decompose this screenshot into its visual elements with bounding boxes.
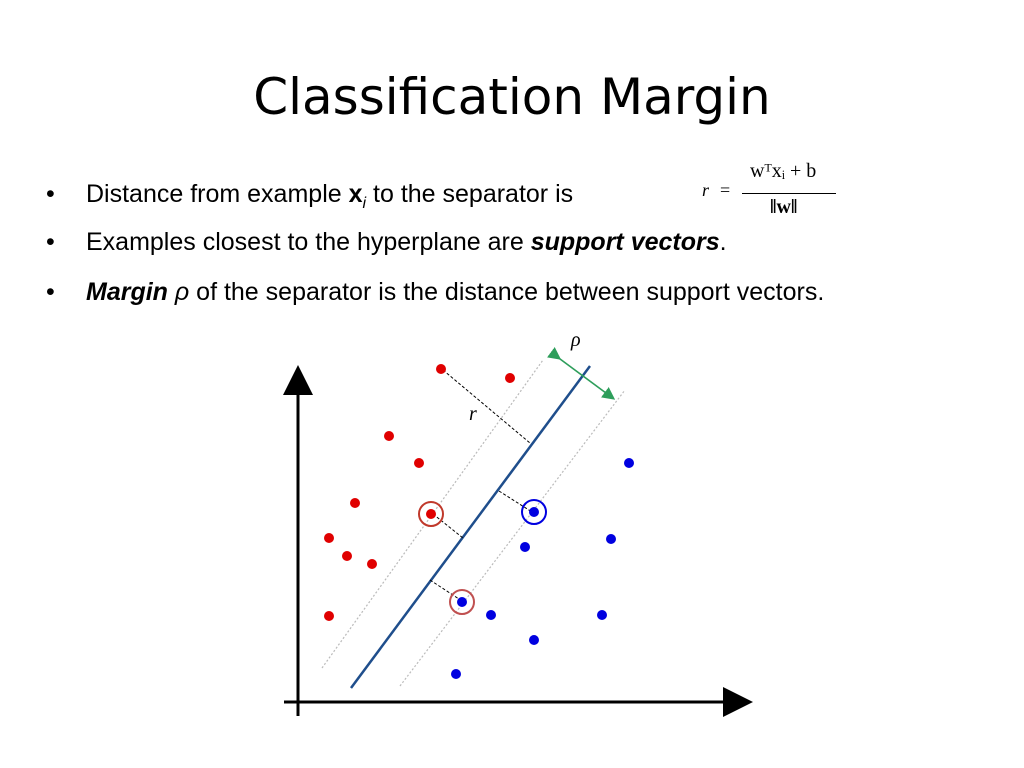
red-point: [384, 431, 394, 441]
blue-point: [606, 534, 616, 544]
distance-line-support-red: [432, 513, 464, 539]
bullet-distance: • Distance from example xi to the separa…: [46, 176, 573, 222]
blue-point: [624, 458, 634, 468]
red-point: [367, 559, 377, 569]
bullet-text-bold: x: [348, 180, 363, 208]
red-point: [350, 498, 360, 508]
bullet-marker: •: [46, 278, 55, 306]
bullet-text-bold-italic: support vectors: [530, 228, 720, 256]
formula-fraction-bar: [742, 193, 836, 194]
blue-point: [520, 542, 530, 552]
red-point-support: [426, 509, 436, 519]
distance-line-support-blue-bottom: [429, 579, 463, 602]
support-vector-ring-red: [418, 501, 444, 527]
r-label: r: [469, 403, 477, 425]
bullet-text-post: .: [719, 228, 727, 256]
red-point: [324, 611, 334, 621]
rho-label: ρ: [570, 329, 581, 351]
red-point: [505, 373, 515, 383]
blue-point-support: [457, 597, 467, 607]
red-point: [342, 551, 352, 561]
bullet-marker: •: [46, 228, 55, 256]
red-point: [414, 458, 424, 468]
bullet-text-pre: Distance from example: [86, 180, 349, 208]
bullet-text-post: to the separator is: [366, 180, 574, 208]
blue-point: [597, 610, 607, 620]
formula-denominator: ‖w‖: [770, 196, 798, 218]
distance-line-r: [442, 369, 531, 444]
bullet-margin: • Margin ρ of the separator is the dista…: [46, 274, 986, 310]
red-point: [324, 533, 334, 543]
support-vector-ring-blue: [521, 499, 547, 525]
support-vector-ring-blue-lower: [449, 589, 475, 615]
red-point: [436, 364, 446, 374]
bullet-text-italic: ρ: [167, 278, 190, 306]
bullet-text-post: of the separator is the distance between…: [189, 278, 825, 306]
distance-line-support-blue-top: [498, 490, 533, 513]
formula-equals: =: [720, 180, 731, 200]
margin-arrow: [547, 347, 616, 400]
bullet-marker: •: [46, 180, 55, 208]
blue-point: [486, 610, 496, 620]
blue-point-support: [529, 507, 539, 517]
bullet-text-sub: i: [362, 195, 367, 212]
bullet-text-pre: Examples closest to the hyperplane are: [86, 228, 531, 256]
slide-title: Classification Margin: [253, 68, 771, 126]
bullet-text-bold-italic: Margin: [86, 278, 168, 306]
separator-line: [349, 365, 592, 689]
bullet-support-vectors: • Examples closest to the hyperplane are…: [46, 224, 727, 260]
distance-formula: r = wᵀxᵢ + b ‖w‖: [702, 160, 842, 230]
blue-point: [451, 669, 461, 679]
margin-boundary-right: [399, 389, 626, 687]
formula-lhs: r: [702, 180, 710, 200]
formula-numerator: wᵀxᵢ + b: [750, 160, 817, 182]
blue-point: [529, 635, 539, 645]
